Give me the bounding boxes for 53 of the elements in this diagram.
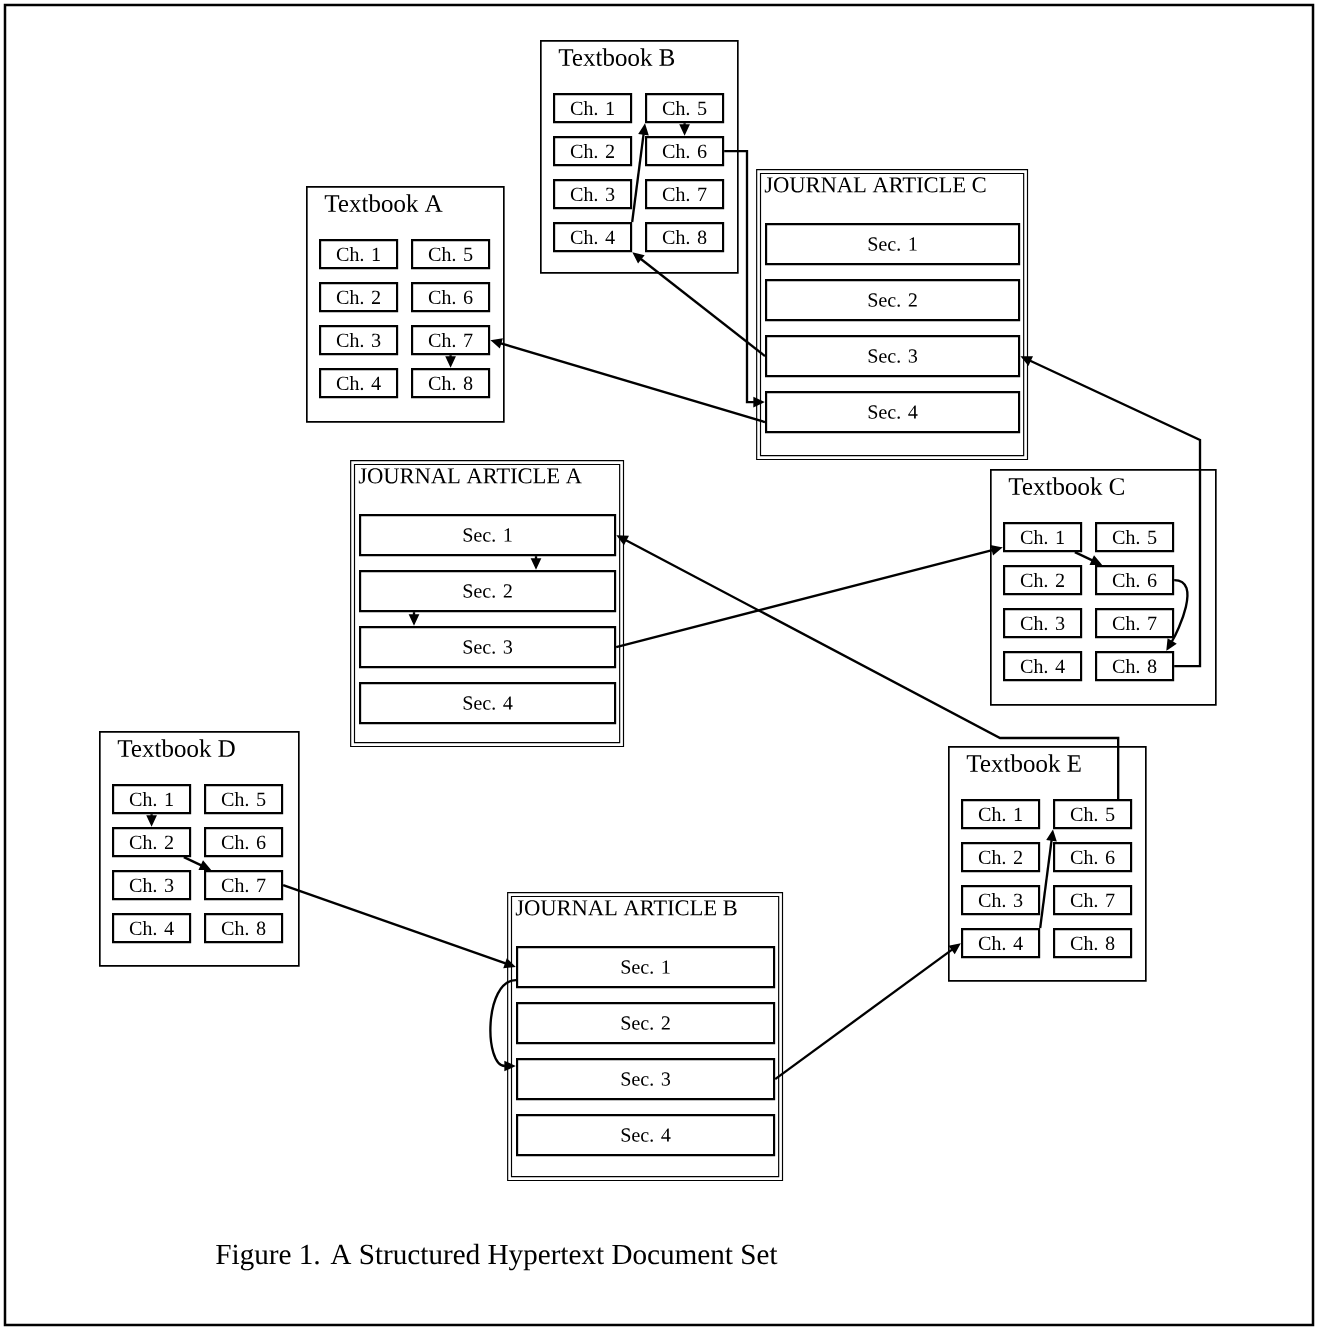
chapter-box: Ch. 3: [1003, 608, 1083, 639]
chapter-box: Ch. 5: [411, 239, 491, 270]
chapter-box: Ch. 2: [1003, 565, 1083, 596]
chapter-box: Ch. 1: [961, 799, 1041, 830]
chapter-box: Ch. 3: [553, 179, 633, 210]
chapter-box: Ch. 7: [645, 179, 725, 210]
section-box: Sec. 4: [765, 391, 1021, 434]
chapter-box: Ch. 8: [411, 368, 491, 399]
chapter-box: Ch. 4: [319, 368, 399, 399]
section-box: Sec. 2: [359, 570, 617, 613]
chapter-box: Ch. 8: [204, 913, 284, 944]
chapter-box: Ch. 3: [319, 325, 399, 356]
chapter-box: Ch. 2: [319, 282, 399, 313]
section-box: Sec. 4: [359, 682, 617, 725]
section-box: Sec. 3: [765, 335, 1021, 378]
chapter-box: Ch. 1: [319, 239, 399, 270]
chapter-box: Ch. 5: [645, 93, 725, 124]
chapter-box: Ch. 8: [1053, 928, 1133, 959]
section-box: Sec. 2: [765, 279, 1021, 322]
chapter-box: Ch. 6: [204, 827, 284, 858]
chapter-box: Ch. 1: [553, 93, 633, 124]
chapter-box: Ch. 4: [553, 222, 633, 253]
section-box: Sec. 3: [516, 1058, 776, 1101]
chapter-box: Ch. 1: [112, 784, 192, 815]
section-box: Sec. 4: [516, 1114, 776, 1157]
chapter-box: Ch. 6: [645, 136, 725, 167]
chapter-box: Ch. 7: [204, 870, 284, 901]
chapter-box: Ch. 5: [1053, 799, 1133, 830]
chapter-box: Ch. 7: [1095, 608, 1175, 639]
section-box: Sec. 1: [359, 514, 617, 557]
chapter-box: Ch. 4: [112, 913, 192, 944]
chapter-box: Ch. 1: [1003, 522, 1083, 553]
chapter-box: Ch. 6: [1095, 565, 1175, 596]
section-box: Sec. 2: [516, 1002, 776, 1045]
chapter-box: Ch. 8: [1095, 651, 1175, 682]
chapter-box: Ch. 7: [1053, 885, 1133, 916]
chapter-box: Ch. 2: [961, 842, 1041, 873]
chapter-box: Ch. 7: [411, 325, 491, 356]
chapter-box: Ch. 4: [1003, 651, 1083, 682]
chapter-box: Ch. 5: [1095, 522, 1175, 553]
chapter-box: Ch. 6: [1053, 842, 1133, 873]
section-box: Sec. 1: [765, 223, 1021, 266]
chapter-box: Ch. 2: [553, 136, 633, 167]
chapter-box: Ch. 8: [645, 222, 725, 253]
chapter-box: Ch. 3: [961, 885, 1041, 916]
caption: Figure 1. A Structured Hypertext Document Set: [216, 1243, 778, 1271]
section-box: Sec. 3: [359, 626, 617, 669]
chapter-box: Ch. 5: [204, 784, 284, 815]
chapter-box: Ch. 6: [411, 282, 491, 313]
chapter-box: Ch. 4: [961, 928, 1041, 959]
section-box: Sec. 1: [516, 946, 776, 989]
chapter-box: Ch. 3: [112, 870, 192, 901]
chapter-box: Ch. 2: [112, 827, 192, 858]
